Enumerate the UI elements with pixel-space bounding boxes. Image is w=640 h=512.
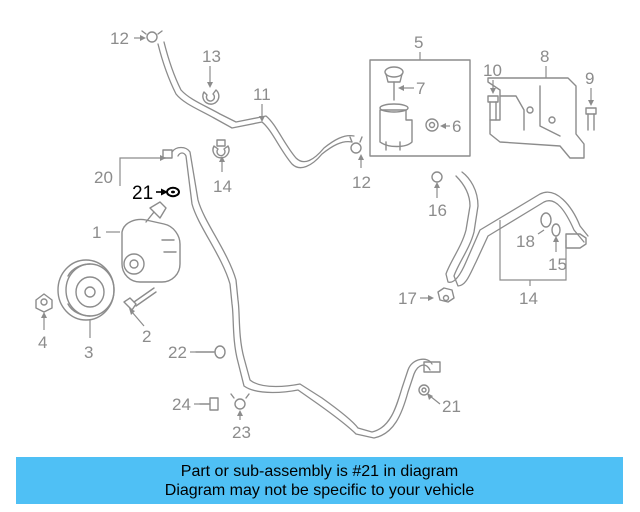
clip-24	[230, 393, 250, 410]
callout-20[interactable]: 20	[94, 168, 113, 187]
callout-25[interactable]: 24	[172, 395, 191, 414]
gasket-6	[425, 118, 439, 132]
clip-13	[202, 89, 220, 105]
pulley	[57, 259, 115, 321]
hose-assembly-15	[445, 175, 589, 283]
callout-22[interactable]: 21	[442, 397, 461, 416]
callout-3[interactable]: 3	[84, 343, 93, 362]
hose-assembly-15-inner	[453, 171, 585, 287]
bolt-10	[487, 95, 499, 121]
hose-clamp-12-right	[349, 136, 363, 154]
hose-clamp-17	[431, 171, 443, 183]
gasket-21	[166, 186, 180, 198]
pressure-line-fitting	[162, 149, 173, 159]
bolt-23	[195, 345, 226, 359]
banner-part-line: Part or sub-assembly is #21 in diagram	[180, 462, 459, 480]
washer-22	[418, 384, 430, 396]
callout-7[interactable]: 7	[416, 79, 425, 98]
banner-disclaimer-line: Diagram may not be specific to your vehi…	[164, 481, 475, 499]
washer-19	[540, 212, 552, 228]
callout-14[interactable]: 14	[213, 177, 232, 196]
callout-16[interactable]: 15	[548, 255, 567, 274]
pressure-line-inner	[177, 152, 431, 439]
return-hose-upper	[157, 43, 353, 169]
part-info-banner: Part or sub-assembly is #21 in diagram D…	[16, 457, 623, 504]
callout-23[interactable]: 22	[168, 343, 187, 362]
pressure-line	[171, 146, 433, 433]
pressure-line-end-fitting	[423, 361, 441, 373]
callout-21[interactable]: 21	[132, 183, 153, 204]
callout-6[interactable]: 6	[452, 117, 461, 136]
callout-8[interactable]: 8	[540, 47, 549, 66]
callout-2[interactable]: 2	[142, 327, 151, 346]
callout-15[interactable]: 14	[519, 289, 538, 308]
callout-18[interactable]: 17	[398, 289, 417, 308]
reservoir-group-box	[369, 59, 471, 157]
hose-clamp-12-top	[141, 30, 163, 43]
callout-4[interactable]: 4	[38, 333, 47, 352]
callout-11[interactable]: 11	[253, 85, 271, 104]
return-hose-upper-inner	[163, 41, 355, 163]
bolt-25	[199, 397, 219, 411]
callout-5[interactable]: 5	[414, 33, 423, 52]
bolt-4	[35, 293, 53, 313]
power-steering-pump	[121, 201, 181, 283]
callout-12-top[interactable]: 12	[110, 29, 129, 48]
nut-18	[437, 287, 455, 303]
callout-17[interactable]: 16	[428, 201, 447, 220]
parts-diagram: 12 13 11 5 7 6 8 10 9 12 14 20 21 1 2 3 …	[35, 29, 597, 442]
clip-14	[212, 139, 230, 159]
reservoir	[379, 103, 413, 151]
callout-13[interactable]: 13	[202, 47, 221, 66]
callout-1[interactable]: 1	[92, 223, 101, 242]
callout-10[interactable]: 10	[483, 61, 502, 80]
washer-16	[551, 223, 561, 237]
callout-9[interactable]: 9	[585, 69, 594, 88]
bolt-2	[123, 287, 157, 311]
reservoir-cap-7	[384, 66, 404, 101]
callout-24[interactable]: 23	[232, 423, 251, 442]
callout-19[interactable]: 18	[516, 232, 535, 251]
callout-12-right[interactable]: 12	[352, 173, 371, 192]
bolt-9	[585, 107, 597, 131]
bracket-8	[487, 77, 585, 159]
